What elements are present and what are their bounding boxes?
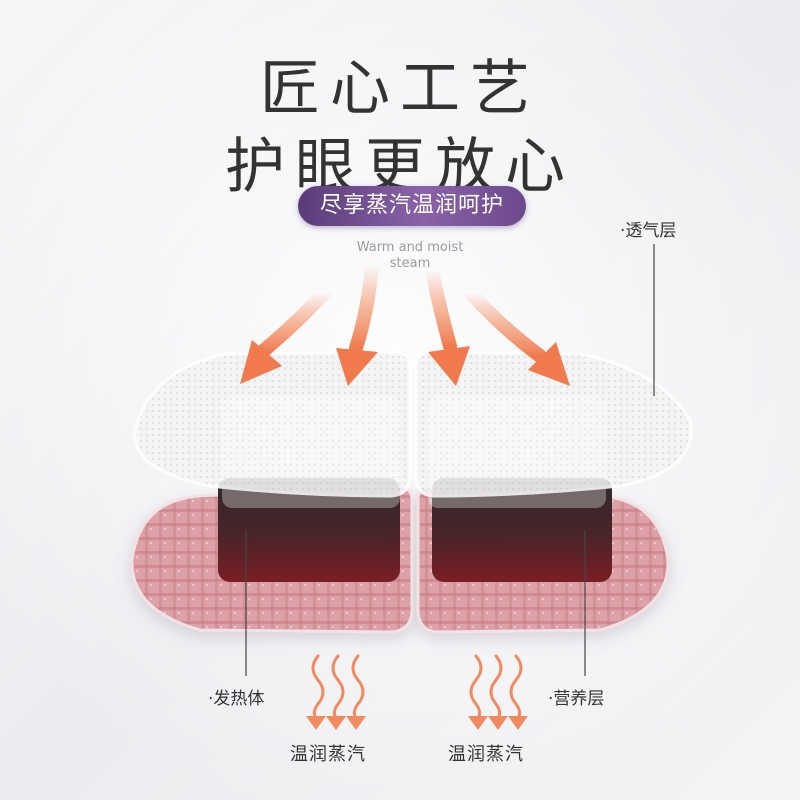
arrow-icon — [463, 285, 570, 386]
wavy-arrow-icon — [488, 654, 508, 730]
breathable-layer — [133, 350, 693, 508]
outgoing-steam-right — [468, 654, 528, 730]
wavy-arrow-icon — [326, 654, 346, 730]
arrow-icon — [336, 259, 379, 386]
breathable-pad-right — [414, 350, 693, 498]
arrow-icon — [425, 263, 470, 386]
label-heating-element: ·发热体 — [208, 689, 265, 709]
breathable-inner-left — [222, 396, 400, 508]
steam-caption: Warm and moist steam — [356, 240, 464, 271]
label-breathable-layer: ·透气层 — [620, 221, 677, 241]
wavy-arrow-icon — [468, 654, 488, 730]
wavy-arrow-icon — [306, 654, 326, 730]
feature-badge: 尽享蒸汽温润呵护 — [298, 186, 526, 226]
arrow-icon — [240, 285, 332, 384]
label-leader-lines — [245, 244, 655, 676]
heater-right — [432, 478, 612, 582]
headline-line-1: 匠心工艺 — [260, 54, 540, 124]
breathable-inner-right — [428, 396, 606, 508]
outgoing-steam-left — [306, 654, 366, 730]
wavy-arrow-icon — [508, 654, 528, 730]
heater-left — [218, 478, 400, 582]
breathable-pad-left — [133, 350, 412, 498]
caption-warm-steam-left: 温润蒸汽 — [290, 744, 366, 765]
caption-warm-steam-right: 温润蒸汽 — [448, 744, 524, 765]
wavy-arrow-icon — [346, 654, 366, 730]
incoming-steam-arrows — [240, 259, 570, 386]
heating-element — [218, 478, 612, 582]
label-nutrient-layer: ·营养层 — [548, 689, 605, 709]
